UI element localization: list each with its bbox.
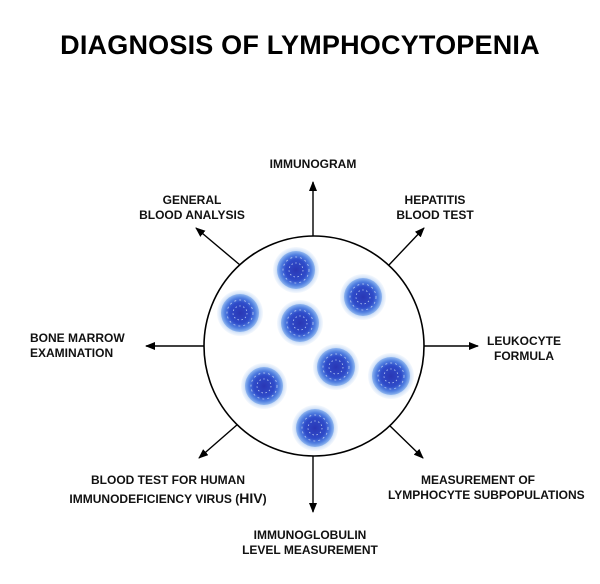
label-line: BLOOD ANALYSIS (139, 208, 245, 222)
label-line-suffix: ) (262, 492, 267, 506)
arrow-top-right (387, 227, 425, 267)
label-line: IMMUNODEFICIENCY VIRUS (HIV) (48, 489, 288, 508)
label-line: BONE MARROW (30, 331, 125, 345)
lymphocyte-cell (292, 405, 338, 451)
label-line: BLOOD TEST FOR HUMAN (91, 473, 245, 487)
label-line: LEVEL MEASUREMENT (242, 543, 378, 557)
lymphocyte-cell (217, 290, 263, 336)
label-bone-marrow-examination: BONE MARROW EXAMINATION (30, 331, 125, 361)
arrow-bottom-right (387, 423, 424, 459)
lymphocyte-cell (313, 344, 359, 390)
label-line: LYMPHOCYTE SUBPOPULATIONS (388, 488, 585, 502)
lymphocyte-cell (241, 363, 287, 409)
label-line: FORMULA (494, 349, 554, 363)
label-line: BLOOD TEST (396, 208, 474, 222)
lymphocyte-cell (273, 247, 319, 293)
label-line: MEASUREMENT OF (421, 473, 535, 487)
lymphocyte-cell (340, 274, 386, 320)
label-line: GENERAL (162, 193, 222, 207)
arrow-bottom-left (198, 423, 239, 459)
label-hiv-abbreviation: HIV (239, 490, 263, 506)
label-hepatitis-blood-test: HEPATITIS BLOOD TEST (380, 193, 490, 223)
label-hiv-blood-test: BLOOD TEST FOR HUMAN IMMUNODEFICIENCY VI… (48, 471, 288, 508)
label-line: IMMUNOGRAM (269, 157, 357, 171)
arrow-top-left (195, 227, 241, 266)
lymphocyte-cell (277, 300, 323, 346)
label-immunoglobulin-level-measurement: IMMUNOGLOBULIN LEVEL MEASUREMENT (220, 528, 400, 558)
label-line: IMMUNOGLOBULIN (253, 528, 367, 542)
label-leukocyte-formula: LEUKOCYTE FORMULA (474, 334, 574, 364)
label-line-prefix: IMMUNODEFICIENCY VIRUS ( (69, 492, 240, 506)
lymphocyte-cell (368, 353, 414, 399)
label-line: LEUKOCYTE (486, 334, 561, 348)
diagram-title: DIAGNOSIS OF LYMPHOCYTOPENIA (60, 30, 540, 60)
label-line: HEPATITIS (404, 193, 466, 207)
label-line: EXAMINATION (30, 346, 114, 360)
label-lymphocyte-subpopulations: MEASUREMENT OF LYMPHOCYTE SUBPOPULATIONS (388, 473, 585, 503)
label-general-blood-analysis: GENERAL BLOOD ANALYSIS (126, 193, 258, 223)
label-immunogram: IMMUNOGRAM (256, 157, 370, 172)
